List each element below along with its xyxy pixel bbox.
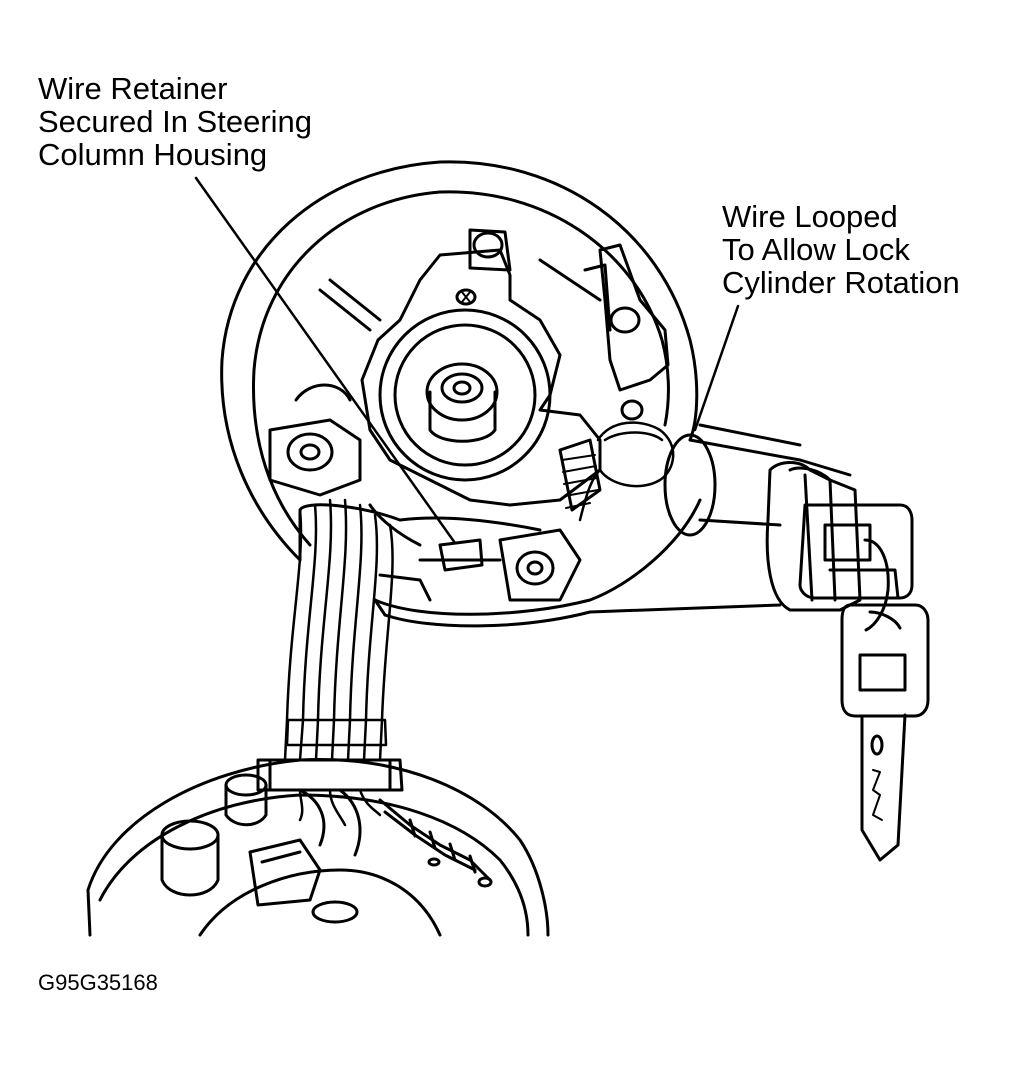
lock-housing <box>222 162 700 626</box>
wire-harness <box>285 500 393 825</box>
wire-retainer-callout-line: Wire Retainer <box>38 71 228 106</box>
leader-line-wire-retainer <box>196 178 455 543</box>
wire-looped-callout-line: To Allow Lock <box>722 232 910 267</box>
wire-retainer-callout-line: Column Housing <box>38 137 268 172</box>
leader-lines <box>196 178 738 543</box>
harness-clamp <box>258 760 402 790</box>
lock-cylinder-arm <box>590 425 860 612</box>
wire-retainer-callout: Wire Retainer Secured In Steering Column… <box>38 72 312 171</box>
wire-retainer-callout-line: Secured In Steering <box>38 104 313 139</box>
lower-column-housing <box>88 760 548 935</box>
leader-line-wire-looped <box>695 306 738 430</box>
looped-wire <box>580 423 673 520</box>
wire-looped-callout-line: Wire Looped <box>722 199 898 234</box>
lock-mechanism <box>270 230 668 600</box>
key <box>800 505 928 860</box>
wire-looped-callout: Wire Looped To Allow Lock Cylinder Rotat… <box>722 200 960 299</box>
wire-looped-callout-line: Cylinder Rotation <box>722 265 960 300</box>
figure-id: G95G35168 <box>38 970 158 995</box>
